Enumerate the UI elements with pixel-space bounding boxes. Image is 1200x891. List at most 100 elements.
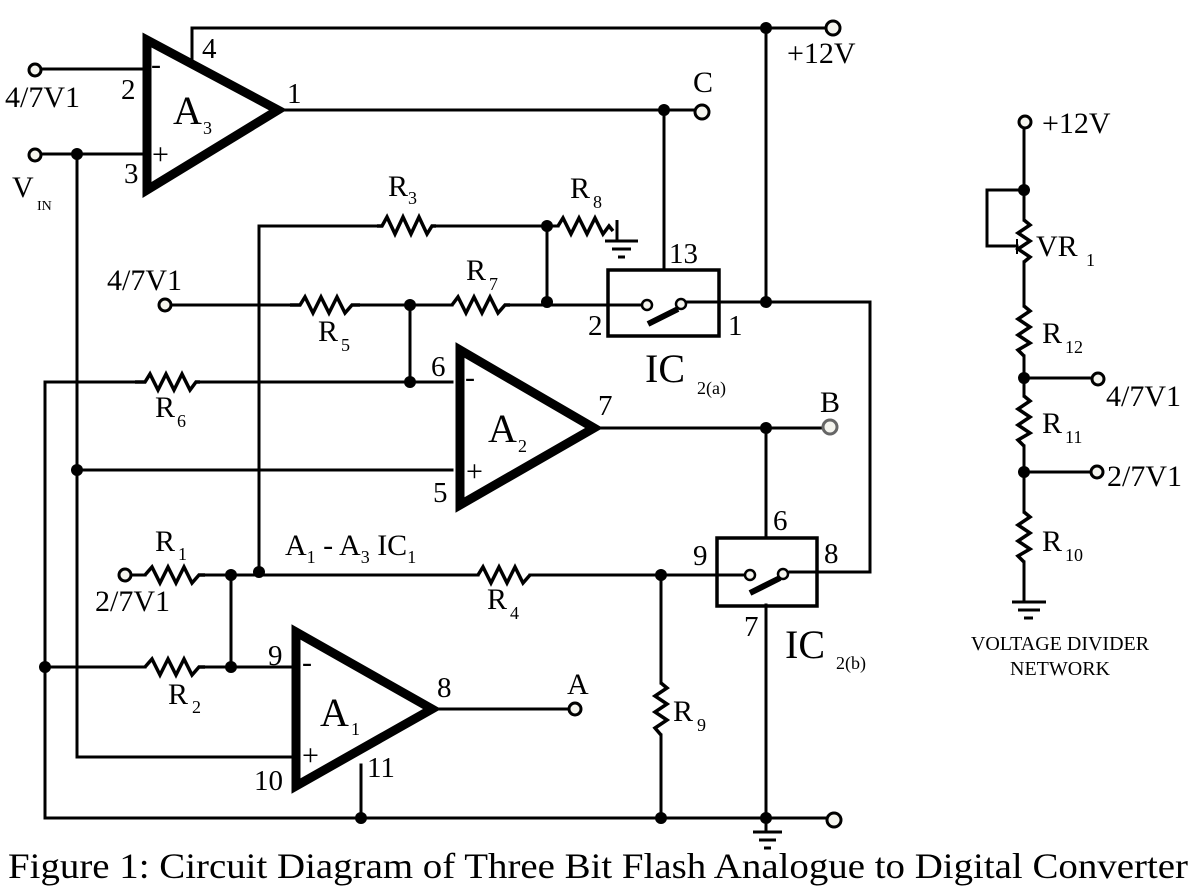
- a3-pin-inv: 2: [121, 74, 136, 106]
- potentiometer-vr1: VR 1: [1014, 218, 1095, 270]
- resistor-r12: R 12: [1014, 304, 1083, 358]
- terminal-4-7v1-top: 4/7V1: [5, 62, 80, 114]
- a1-minus-sign: -: [302, 646, 312, 679]
- r1-label: R: [155, 525, 175, 558]
- r5-label: R: [318, 315, 338, 348]
- switch-ic2a: 2 1 13 IC 2(a): [588, 238, 743, 399]
- a2-plus-sign: +: [466, 455, 483, 488]
- ic2a-pin-out: 1: [728, 310, 743, 342]
- r10-sub: 10: [1065, 545, 1083, 565]
- opamp-a3: - + A 3 2 3 1 4: [121, 32, 302, 199]
- r1-sub: 1: [178, 544, 187, 564]
- divider-terminal-4-7v1: 4/7V1: [1090, 371, 1181, 413]
- terminal-2-7v1-label: 2/7V1: [95, 585, 170, 618]
- ic2b-pin-ctrl: 6: [773, 505, 788, 537]
- r3-sub: 3: [408, 188, 417, 208]
- a3-pin-out: 1: [287, 78, 302, 110]
- ic2b-pin-out: 8: [824, 538, 839, 570]
- r2-sub: 2: [192, 697, 201, 717]
- ground-divider: [1012, 600, 1046, 620]
- vin-label: V: [12, 171, 34, 204]
- a2-sub: 2: [518, 436, 527, 456]
- ic2a-name: IC: [645, 346, 685, 391]
- r2-label: R: [168, 678, 188, 711]
- a1-pin-out: 8: [437, 672, 452, 704]
- r11-sub: 11: [1065, 427, 1082, 447]
- a1-pin-noninv: 10: [254, 765, 283, 797]
- r7-sub: 7: [489, 274, 498, 294]
- opamp-a2: - + A 2 6 5 7: [431, 342, 613, 513]
- a2-pin-noninv: 5: [433, 477, 448, 509]
- r9-label: R: [673, 695, 693, 728]
- r8-label: R: [570, 172, 590, 205]
- r9-sub: 9: [697, 715, 706, 735]
- resistor-r6: R 6: [135, 370, 200, 431]
- vr1-label: VR: [1036, 230, 1078, 263]
- vr1-sub: 1: [1086, 250, 1095, 270]
- terminal-4-7v1-mid-label: 4/7V1: [107, 264, 182, 297]
- ic2a-pin-in: 2: [588, 310, 603, 342]
- resistor-r10: R 10: [1014, 510, 1083, 565]
- terminal-out-a: A: [567, 668, 589, 717]
- a1-name: A: [320, 690, 349, 735]
- r8-sub: 8: [593, 192, 602, 212]
- a3-plus-sign: +: [152, 138, 169, 171]
- divider-supply-label: +12V: [1042, 107, 1111, 140]
- a1-pin-inv: 9: [268, 640, 283, 672]
- resistor-r9: R 9: [651, 681, 706, 737]
- svg-text:A1 - A3 IC1: A1 - A3 IC1: [285, 529, 416, 567]
- divider-terminal-2-7v1: 2/7V1: [1089, 460, 1182, 493]
- resistor-r2: R 2: [143, 655, 205, 717]
- vin-sub: IN: [37, 199, 52, 214]
- resistor-r7: R 7: [450, 254, 510, 317]
- r6-label: R: [155, 391, 175, 424]
- ic2b-sub: 2(b): [836, 653, 866, 674]
- a3-sub: 3: [203, 118, 212, 138]
- ground-r8: [605, 220, 638, 259]
- switch-ic2b: 9 8 6 7 IC 2(b): [693, 505, 866, 674]
- r5-sub: 5: [341, 335, 350, 355]
- divider-2-7v1-label: 2/7V1: [1107, 460, 1182, 493]
- out-c-label: C: [693, 66, 713, 99]
- opamp-a1: - + A 1 9 10 8 11: [254, 624, 452, 797]
- terminal-ground: [825, 811, 843, 829]
- a1-sub: 1: [351, 719, 360, 739]
- ic2a-pin-ctrl: 13: [669, 238, 698, 270]
- divider-4-7v1-label: 4/7V1: [1106, 380, 1181, 413]
- terminal-vin: V IN: [12, 147, 52, 214]
- r4-sub: 4: [510, 603, 519, 623]
- ic2b-pin-in: 9: [693, 540, 708, 572]
- junctions: [39, 22, 1030, 824]
- ground-main: [753, 830, 782, 850]
- terminal-2-7v1: 2/7V1: [95, 567, 170, 618]
- r10-label: R: [1042, 525, 1062, 558]
- a3-pin-supply: 4: [202, 33, 217, 65]
- a3-minus-sign: -: [151, 48, 161, 81]
- ic2a-sub: 2(a): [697, 378, 726, 399]
- a2-minus-sign: -: [465, 361, 475, 394]
- r7-label: R: [466, 254, 486, 287]
- figure-caption: Figure 1: Circuit Diagram of Three Bit F…: [8, 846, 1188, 886]
- resistor-r11: R 11: [1014, 394, 1082, 448]
- terminal-4-7v1-mid: 4/7V1: [107, 264, 182, 313]
- out-b-label: B: [820, 386, 840, 419]
- out-a-label: A: [567, 668, 589, 701]
- a2-name: A: [488, 406, 517, 451]
- ic2b-pin-gnd: 7: [744, 611, 759, 643]
- terminal-out-b: B: [820, 386, 840, 436]
- r12-label: R: [1042, 317, 1062, 350]
- terminal-supply: +12V: [787, 19, 856, 70]
- r4-label: R: [487, 583, 507, 616]
- r3-label: R: [388, 170, 408, 203]
- resistor-r1: R 1: [143, 525, 205, 587]
- resistor-r3: R 3: [377, 170, 436, 239]
- a1-plus-sign: +: [302, 739, 319, 772]
- divider-title-line1: VOLTAGE DIVIDER: [971, 633, 1150, 655]
- resistor-r5: R 5: [290, 293, 360, 355]
- a2-pin-inv: 6: [431, 351, 446, 383]
- resistor-r4: R 4: [476, 563, 532, 623]
- divider-terminal-supply: +12V: [1017, 107, 1111, 140]
- a1-pin-gnd: 11: [367, 752, 395, 784]
- divider-title-line2: NETWORK: [1010, 658, 1111, 680]
